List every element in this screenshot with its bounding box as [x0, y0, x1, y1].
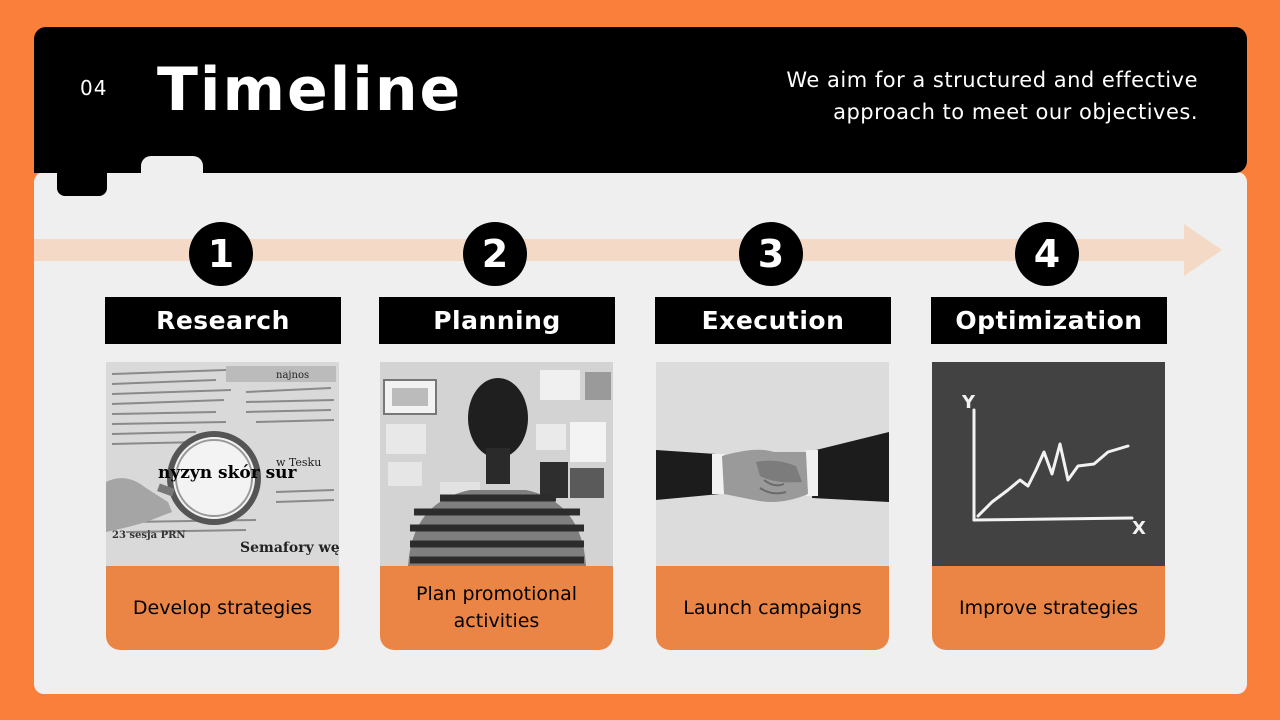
chalk-x-axis-label: X [1132, 518, 1146, 539]
magnifying-glass-newspaper-photo: najnos w Tesku 23 sesja PRN Semafory węd… [106, 362, 339, 566]
step-card: Plan promotional activities [380, 362, 613, 650]
slide-number: 04 [80, 76, 108, 100]
step-description: Develop strategies [132, 596, 313, 619]
step-description: Launch campaigns [683, 596, 862, 619]
step-description: Plan promotional activities [416, 583, 577, 632]
person-viewing-wall-board-photo [380, 362, 613, 566]
step-number-badge: 4 [1015, 222, 1079, 286]
timeline-step-research: 1 Research najnos w Tesku 23 sesja PRN S… [105, 222, 341, 652]
newspaper-headline-text: nyzyn skór sur [158, 463, 298, 483]
step-title: Execution [655, 297, 891, 344]
page-subtitle: We aim for a structured and effective ap… [786, 68, 1198, 124]
step-card: Y X Improve strategies [932, 362, 1165, 650]
newspaper-footer-text: 23 sesja PRN [112, 530, 186, 541]
header-tab-decoration [57, 160, 107, 196]
step-number-badge: 2 [463, 222, 527, 286]
step-title: Optimization [931, 297, 1167, 344]
step-title: Planning [379, 297, 615, 344]
page-title: Timeline [157, 55, 463, 125]
step-title: Research [105, 297, 341, 344]
newspaper-tag-text: najnos [276, 370, 309, 381]
step-card: Launch campaigns [656, 362, 889, 650]
timeline-step-execution: 3 Execution Launch campaigns [655, 222, 891, 652]
panel-tab-decoration [141, 156, 203, 182]
step-card: najnos w Tesku 23 sesja PRN Semafory węd… [106, 362, 339, 650]
step-number-badge: 3 [739, 222, 803, 286]
step-number-badge: 1 [189, 222, 253, 286]
chalkboard-growth-chart-photo: Y X [932, 362, 1165, 566]
timeline-step-planning: 2 Planning Plan p [379, 222, 615, 652]
timeline-step-optimization: 4 Optimization Y X Improve strategies [931, 222, 1167, 652]
newspaper-bottom-text: Semafory wędr [240, 540, 339, 556]
step-description: Improve strategies [958, 596, 1139, 619]
newspaper-word-text: w Tesku [276, 456, 321, 469]
handshake-photo [656, 362, 889, 566]
timeline-arrow [34, 224, 1222, 276]
chalk-y-axis-label: Y [961, 392, 976, 413]
header-bar [34, 27, 1247, 173]
